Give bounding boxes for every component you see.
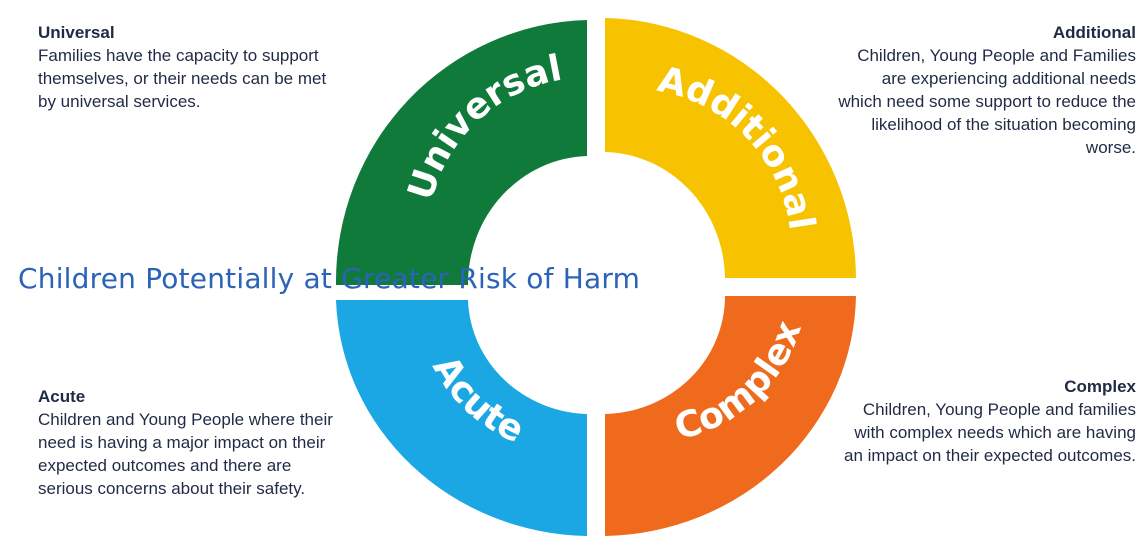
risk-overlay-text: Children Potentially at Greater Risk of … bbox=[18, 262, 641, 295]
additional-description: Additional Children, Young People and Fa… bbox=[836, 22, 1136, 159]
acute-description: Acute Children and Young People where th… bbox=[38, 386, 338, 500]
wheel-center bbox=[484, 175, 708, 399]
complex-description: Complex Children, Young People and famil… bbox=[836, 376, 1136, 467]
wheel-segment-additional bbox=[605, 18, 856, 278]
wheel-segment-acute bbox=[336, 300, 587, 536]
universal-text: Families have the capacity to support th… bbox=[38, 46, 327, 111]
universal-title: Universal bbox=[38, 23, 115, 42]
additional-text: Children, Young People and Families are … bbox=[838, 46, 1136, 157]
complex-title: Complex bbox=[1064, 377, 1136, 396]
acute-title: Acute bbox=[38, 387, 86, 406]
wheel-segment-universal bbox=[335, 20, 587, 285]
additional-title: Additional bbox=[1052, 23, 1136, 42]
acute-text: Children and Young People where their ne… bbox=[38, 410, 333, 498]
universal-description: Universal Families have the capacity to … bbox=[38, 22, 338, 113]
wheel-segment-complex bbox=[605, 296, 856, 536]
complex-text: Children, Young People and families with… bbox=[844, 400, 1136, 465]
